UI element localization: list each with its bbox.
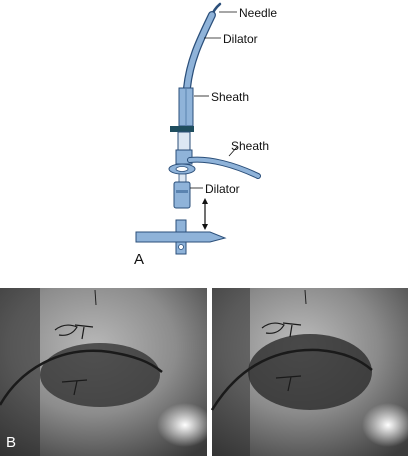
panel-a-schematic: Needle Dilator Sheath Sheath Dilator A xyxy=(134,2,277,268)
panel-b-letter: B xyxy=(6,434,16,451)
double-arrow xyxy=(202,198,208,230)
fluoro-image-right xyxy=(210,288,408,456)
panel-b-fluoroscopy: B xyxy=(0,288,408,456)
label-dilator-hub: Dilator xyxy=(205,182,240,196)
label-sheath-top: Sheath xyxy=(211,90,249,104)
needle-handle xyxy=(135,231,227,243)
panel-a-letter: A xyxy=(134,251,144,268)
label-needle: Needle xyxy=(239,6,277,20)
dilator-hub xyxy=(173,181,191,209)
fluoro-image-left xyxy=(0,288,213,456)
label-sheath-side: Sheath xyxy=(231,139,269,153)
label-dilator-top: Dilator xyxy=(223,32,258,46)
sheath-band xyxy=(170,126,194,132)
